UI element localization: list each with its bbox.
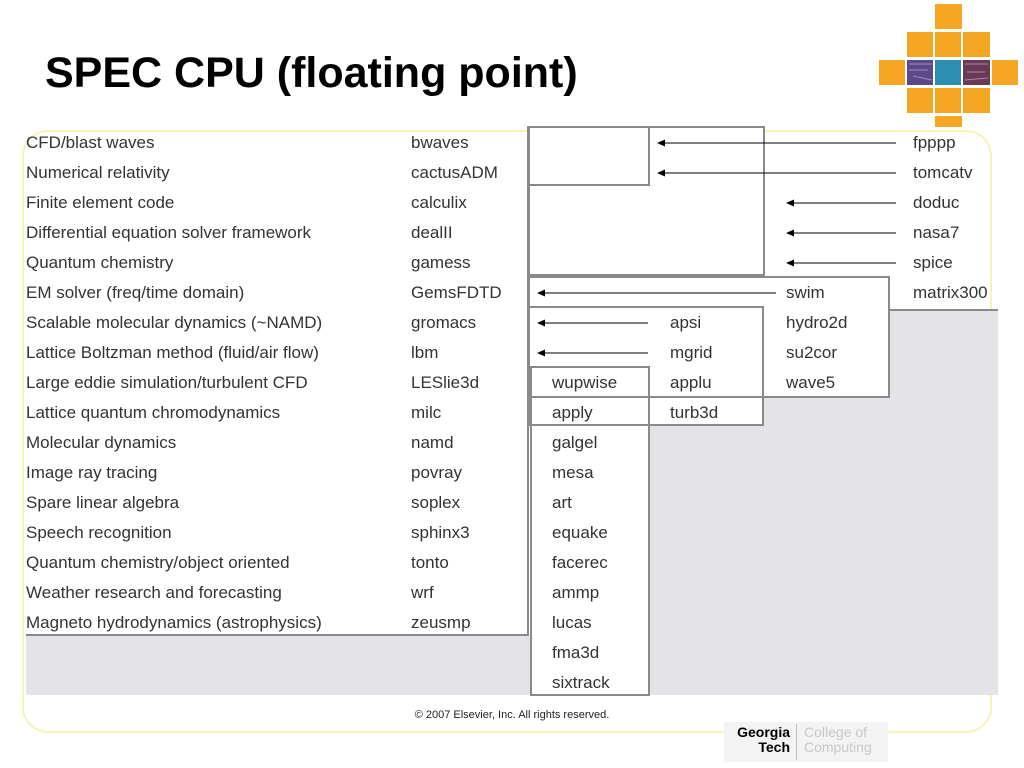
older-benchmark-name: apply xyxy=(552,403,593,422)
benchmark-name: gamess xyxy=(411,253,471,272)
benchmark-description: CFD/blast waves xyxy=(26,133,155,152)
benchmark-name: namd xyxy=(411,433,454,452)
older-benchmark-name: turb3d xyxy=(670,403,719,422)
older-benchmark-name: mgrid xyxy=(670,343,713,362)
arrow-fpppp-head xyxy=(657,139,665,147)
benchmark-description: Speech recognition xyxy=(26,523,172,542)
benchmark-description: Image ray tracing xyxy=(26,463,158,482)
benchmark-description: Differential equation solver framework xyxy=(26,223,312,242)
older-benchmark-name: spice xyxy=(913,253,953,272)
benchmark-name: gromacs xyxy=(411,313,477,332)
arrow-tomcatv-head xyxy=(657,169,665,177)
benchmark-name: milc xyxy=(411,403,442,422)
benchmark-name: lbm xyxy=(411,343,439,362)
benchmark-description: Spare linear algebra xyxy=(26,493,180,512)
arrow-mgrid-head xyxy=(537,349,545,357)
benchmark-name: LESlie3d xyxy=(411,373,480,392)
older-benchmark-name: su2cor xyxy=(786,343,838,362)
box-col-a-border xyxy=(530,366,650,696)
older-benchmark-name: doduc xyxy=(913,193,960,212)
logo-divider xyxy=(796,724,797,760)
older-benchmark-name: wupwise xyxy=(552,373,618,392)
institution-name: Georgia Tech xyxy=(737,724,790,755)
older-benchmark-name: hydro2d xyxy=(786,313,848,332)
older-benchmark-name: facerec xyxy=(552,553,608,572)
benchmark-name: zeusmp xyxy=(411,613,471,632)
older-benchmark-name: fma3d xyxy=(552,643,600,662)
benchmark-description: Numerical relativity xyxy=(26,163,170,182)
benchmark-description: Lattice Boltzman method (fluid/air flow) xyxy=(26,343,319,362)
arrow-swim-head xyxy=(537,289,545,297)
arrow-nasa7-head xyxy=(786,229,794,237)
georgia-tech-college-logo: Georgia Tech College of Computing xyxy=(724,722,888,762)
older-benchmark-name: nasa7 xyxy=(913,223,960,242)
benchmark-name: wrf xyxy=(411,583,434,602)
benchmark-description: Weather research and forecasting xyxy=(26,583,282,602)
benchmark-description: Lattice quantum chromodynamics xyxy=(26,403,281,422)
older-benchmark-name: sixtrack xyxy=(552,673,610,692)
benchmark-name: povray xyxy=(411,463,463,482)
benchmark-description: EM solver (freq/time domain) xyxy=(26,283,245,302)
older-benchmark-name: mesa xyxy=(552,463,594,482)
older-benchmark-name: swim xyxy=(786,283,825,302)
benchmark-name: sphinx3 xyxy=(411,523,470,542)
older-benchmark-name: apsi xyxy=(670,313,702,332)
benchmark-name: GemsFDTD xyxy=(411,283,502,302)
arrow-spice-head xyxy=(786,259,794,267)
benchmark-name: tonto xyxy=(411,553,449,572)
older-benchmark-name: equake xyxy=(552,523,608,542)
arrow-apsi-head xyxy=(537,319,545,327)
older-benchmark-name: lucas xyxy=(552,613,592,632)
benchmark-description: Large eddie simulation/turbulent CFD xyxy=(26,373,308,392)
benchmark-name: dealII xyxy=(411,223,453,242)
older-benchmark-name: fpppp xyxy=(913,133,956,152)
current-suite-border xyxy=(26,126,529,636)
benchmark-description: Molecular dynamics xyxy=(26,433,177,452)
box-col-a-fill xyxy=(530,366,650,696)
older-benchmark-name: matrix300 xyxy=(913,283,988,302)
copyright-notice: © 2007 Elsevier, Inc. All rights reserve… xyxy=(414,709,610,721)
college-name: College of Computing xyxy=(804,724,872,755)
benchmark-description: Magneto hydrodynamics (astrophysics) xyxy=(26,613,322,632)
arrow-doduc-head xyxy=(786,199,794,207)
benchmark-name: bwaves xyxy=(411,133,469,152)
slide-title: SPEC CPU (floating point) xyxy=(45,49,578,97)
benchmark-description: Scalable molecular dynamics (~NAMD) xyxy=(26,313,323,332)
older-benchmark-name: applu xyxy=(670,373,712,392)
older-benchmark-name: wave5 xyxy=(786,373,836,392)
older-benchmark-name: galgel xyxy=(552,433,598,452)
older-benchmark-name: art xyxy=(552,493,572,512)
older-benchmark-name: tomcatv xyxy=(913,163,973,182)
benchmark-name: cactusADM xyxy=(411,163,498,182)
benchmark-name: calculix xyxy=(411,193,467,212)
older-benchmark-name: ammp xyxy=(552,583,600,602)
box-col-d-fill xyxy=(528,126,765,276)
benchmark-description: Quantum chemistry/object oriented xyxy=(26,553,290,572)
benchmark-description: Finite element code xyxy=(26,193,175,212)
benchmark-name: soplex xyxy=(411,493,461,512)
benchmark-description: Quantum chemistry xyxy=(26,253,174,272)
